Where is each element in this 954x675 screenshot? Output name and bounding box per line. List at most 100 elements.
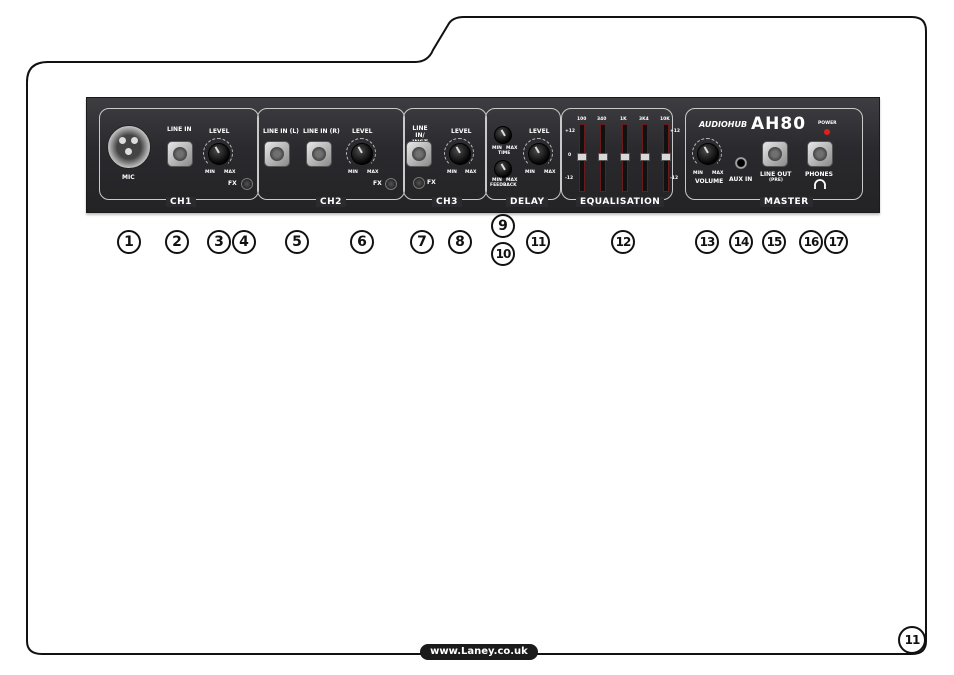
callout-9: 9 <box>491 214 515 238</box>
callout-1: 1 <box>117 230 141 254</box>
eq-scale-top-right: +12 <box>670 129 681 134</box>
ch3-max-label: MAX <box>465 170 477 175</box>
delay-max-label: MAX <box>544 170 556 175</box>
delay-feedback-knob[interactable] <box>494 160 512 178</box>
ch2-level-knob[interactable] <box>351 143 373 165</box>
eq-slider-3k4[interactable] <box>640 124 650 192</box>
ch1-level-label: LEVEL <box>209 128 230 135</box>
website-url: www.Laney.co.uk <box>420 644 538 660</box>
eq-band-340: 340 <box>597 117 607 122</box>
ch2-line-in-l-jack[interactable] <box>264 141 290 167</box>
delay-level-label: LEVEL <box>529 128 550 135</box>
phones-jack[interactable] <box>807 141 833 167</box>
line-out-sub: (PRE) <box>769 178 783 183</box>
delay-time-knob[interactable] <box>494 126 512 144</box>
delay-time-label: TIME <box>498 151 511 156</box>
ch1-section: CH1 <box>99 108 259 207</box>
eq-label: EQUALISATION <box>576 197 665 207</box>
delay-feedback-min: MIN <box>492 178 502 183</box>
ch3-fx-button[interactable] <box>413 177 425 189</box>
delay-time-min: MIN <box>492 146 502 151</box>
eq-band-3k4: 3K4 <box>639 117 649 122</box>
ch2-line-in-r-label: LINE IN (R) <box>303 128 340 135</box>
eq-scale-top: +12 <box>565 129 576 134</box>
volume-label: VOLUME <box>695 178 724 185</box>
aux-in-jack[interactable] <box>735 157 747 169</box>
callout-8: 8 <box>448 230 472 254</box>
callout-4: 4 <box>232 230 256 254</box>
ch2-max-label: MAX <box>367 170 379 175</box>
master-label: MASTER <box>760 197 813 207</box>
master-section: MASTER <box>685 108 863 207</box>
eq-slider-10k[interactable] <box>661 124 671 192</box>
headphones-icon <box>814 179 826 189</box>
eq-slider-1k[interactable] <box>620 124 630 192</box>
ch3-section: CH3 <box>403 108 487 207</box>
ch2-label: CH2 <box>316 197 346 207</box>
callout-13: 13 <box>695 230 719 254</box>
ch2-fx-label: FX <box>373 180 382 187</box>
phones-label: PHONES <box>805 171 833 178</box>
delay-feedback-max: MAX <box>506 178 518 183</box>
ch3-fx-label: FX <box>427 179 436 186</box>
delay-feedback-label: FEEDBACK <box>490 183 517 188</box>
callout-12: 12 <box>611 230 635 254</box>
ch1-label: CH1 <box>166 197 196 207</box>
audiohub-logo: AUDIOHUB <box>699 120 748 129</box>
eq-section: EQUALISATION <box>561 108 673 207</box>
callout-3: 3 <box>207 230 231 254</box>
delay-level-knob[interactable] <box>528 143 550 165</box>
eq-scale-mid: 0 <box>568 153 572 158</box>
ch2-section: CH2 <box>257 108 405 207</box>
ch3-min-label: MIN <box>447 170 457 175</box>
callout-11: 11 <box>526 230 550 254</box>
eq-band-100: 100 <box>577 117 587 122</box>
eq-scale-bot: -12 <box>565 176 574 181</box>
ch3-line-in-inst-jack[interactable] <box>406 141 432 167</box>
line-out-label: LINE OUT <box>760 171 792 178</box>
master-max-label: MAX <box>712 171 724 176</box>
mic-input-xlr[interactable] <box>107 125 151 169</box>
front-panel: CH1 MIC LINE IN LEVEL MIN MAX FX CH2 LIN… <box>86 97 880 213</box>
ch1-fx-button[interactable] <box>241 178 253 190</box>
eq-slider-340[interactable] <box>598 124 608 192</box>
eq-band-10k: 10K <box>660 117 670 122</box>
delay-time-max: MAX <box>506 146 518 151</box>
page-number: 11 <box>898 626 926 654</box>
ch1-max-label: MAX <box>224 170 236 175</box>
master-min-label: MIN <box>693 171 703 176</box>
delay-label: DELAY <box>506 197 549 207</box>
callout-17: 17 <box>824 230 848 254</box>
delay-min-label: MIN <box>525 170 535 175</box>
model-name: AH80 <box>751 114 807 134</box>
eq-slider-100[interactable] <box>577 124 587 192</box>
callout-15: 15 <box>762 230 786 254</box>
callout-16: 16 <box>799 230 823 254</box>
ch1-level-knob[interactable] <box>208 143 230 165</box>
ch1-fx-label: FX <box>228 180 237 187</box>
callout-7: 7 <box>410 230 434 254</box>
ch2-line-in-r-jack[interactable] <box>306 141 332 167</box>
mic-label: MIC <box>122 174 135 181</box>
ch1-line-in-label: LINE IN <box>167 126 192 133</box>
callout-2: 2 <box>165 230 189 254</box>
callout-10: 10 <box>491 242 515 266</box>
line-out-jack[interactable] <box>762 141 788 167</box>
callout-6: 6 <box>350 230 374 254</box>
aux-in-label: AUX IN <box>729 176 753 183</box>
power-label: POWER <box>818 121 837 126</box>
callout-14: 14 <box>729 230 753 254</box>
ch2-min-label: MIN <box>348 170 358 175</box>
eq-scale-bot-right: -12 <box>670 176 679 181</box>
eq-band-1k: 1K <box>620 117 627 122</box>
callout-5: 5 <box>285 230 309 254</box>
ch1-line-in-jack[interactable] <box>167 141 193 167</box>
ch3-level-label: LEVEL <box>451 128 472 135</box>
master-volume-knob[interactable] <box>697 143 719 165</box>
ch3-level-knob[interactable] <box>449 143 471 165</box>
ch2-fx-button[interactable] <box>385 178 397 190</box>
ch1-min-label: MIN <box>205 170 215 175</box>
ch2-level-label: LEVEL <box>352 128 373 135</box>
ch2-line-in-l-label: LINE IN (L) <box>263 128 299 135</box>
